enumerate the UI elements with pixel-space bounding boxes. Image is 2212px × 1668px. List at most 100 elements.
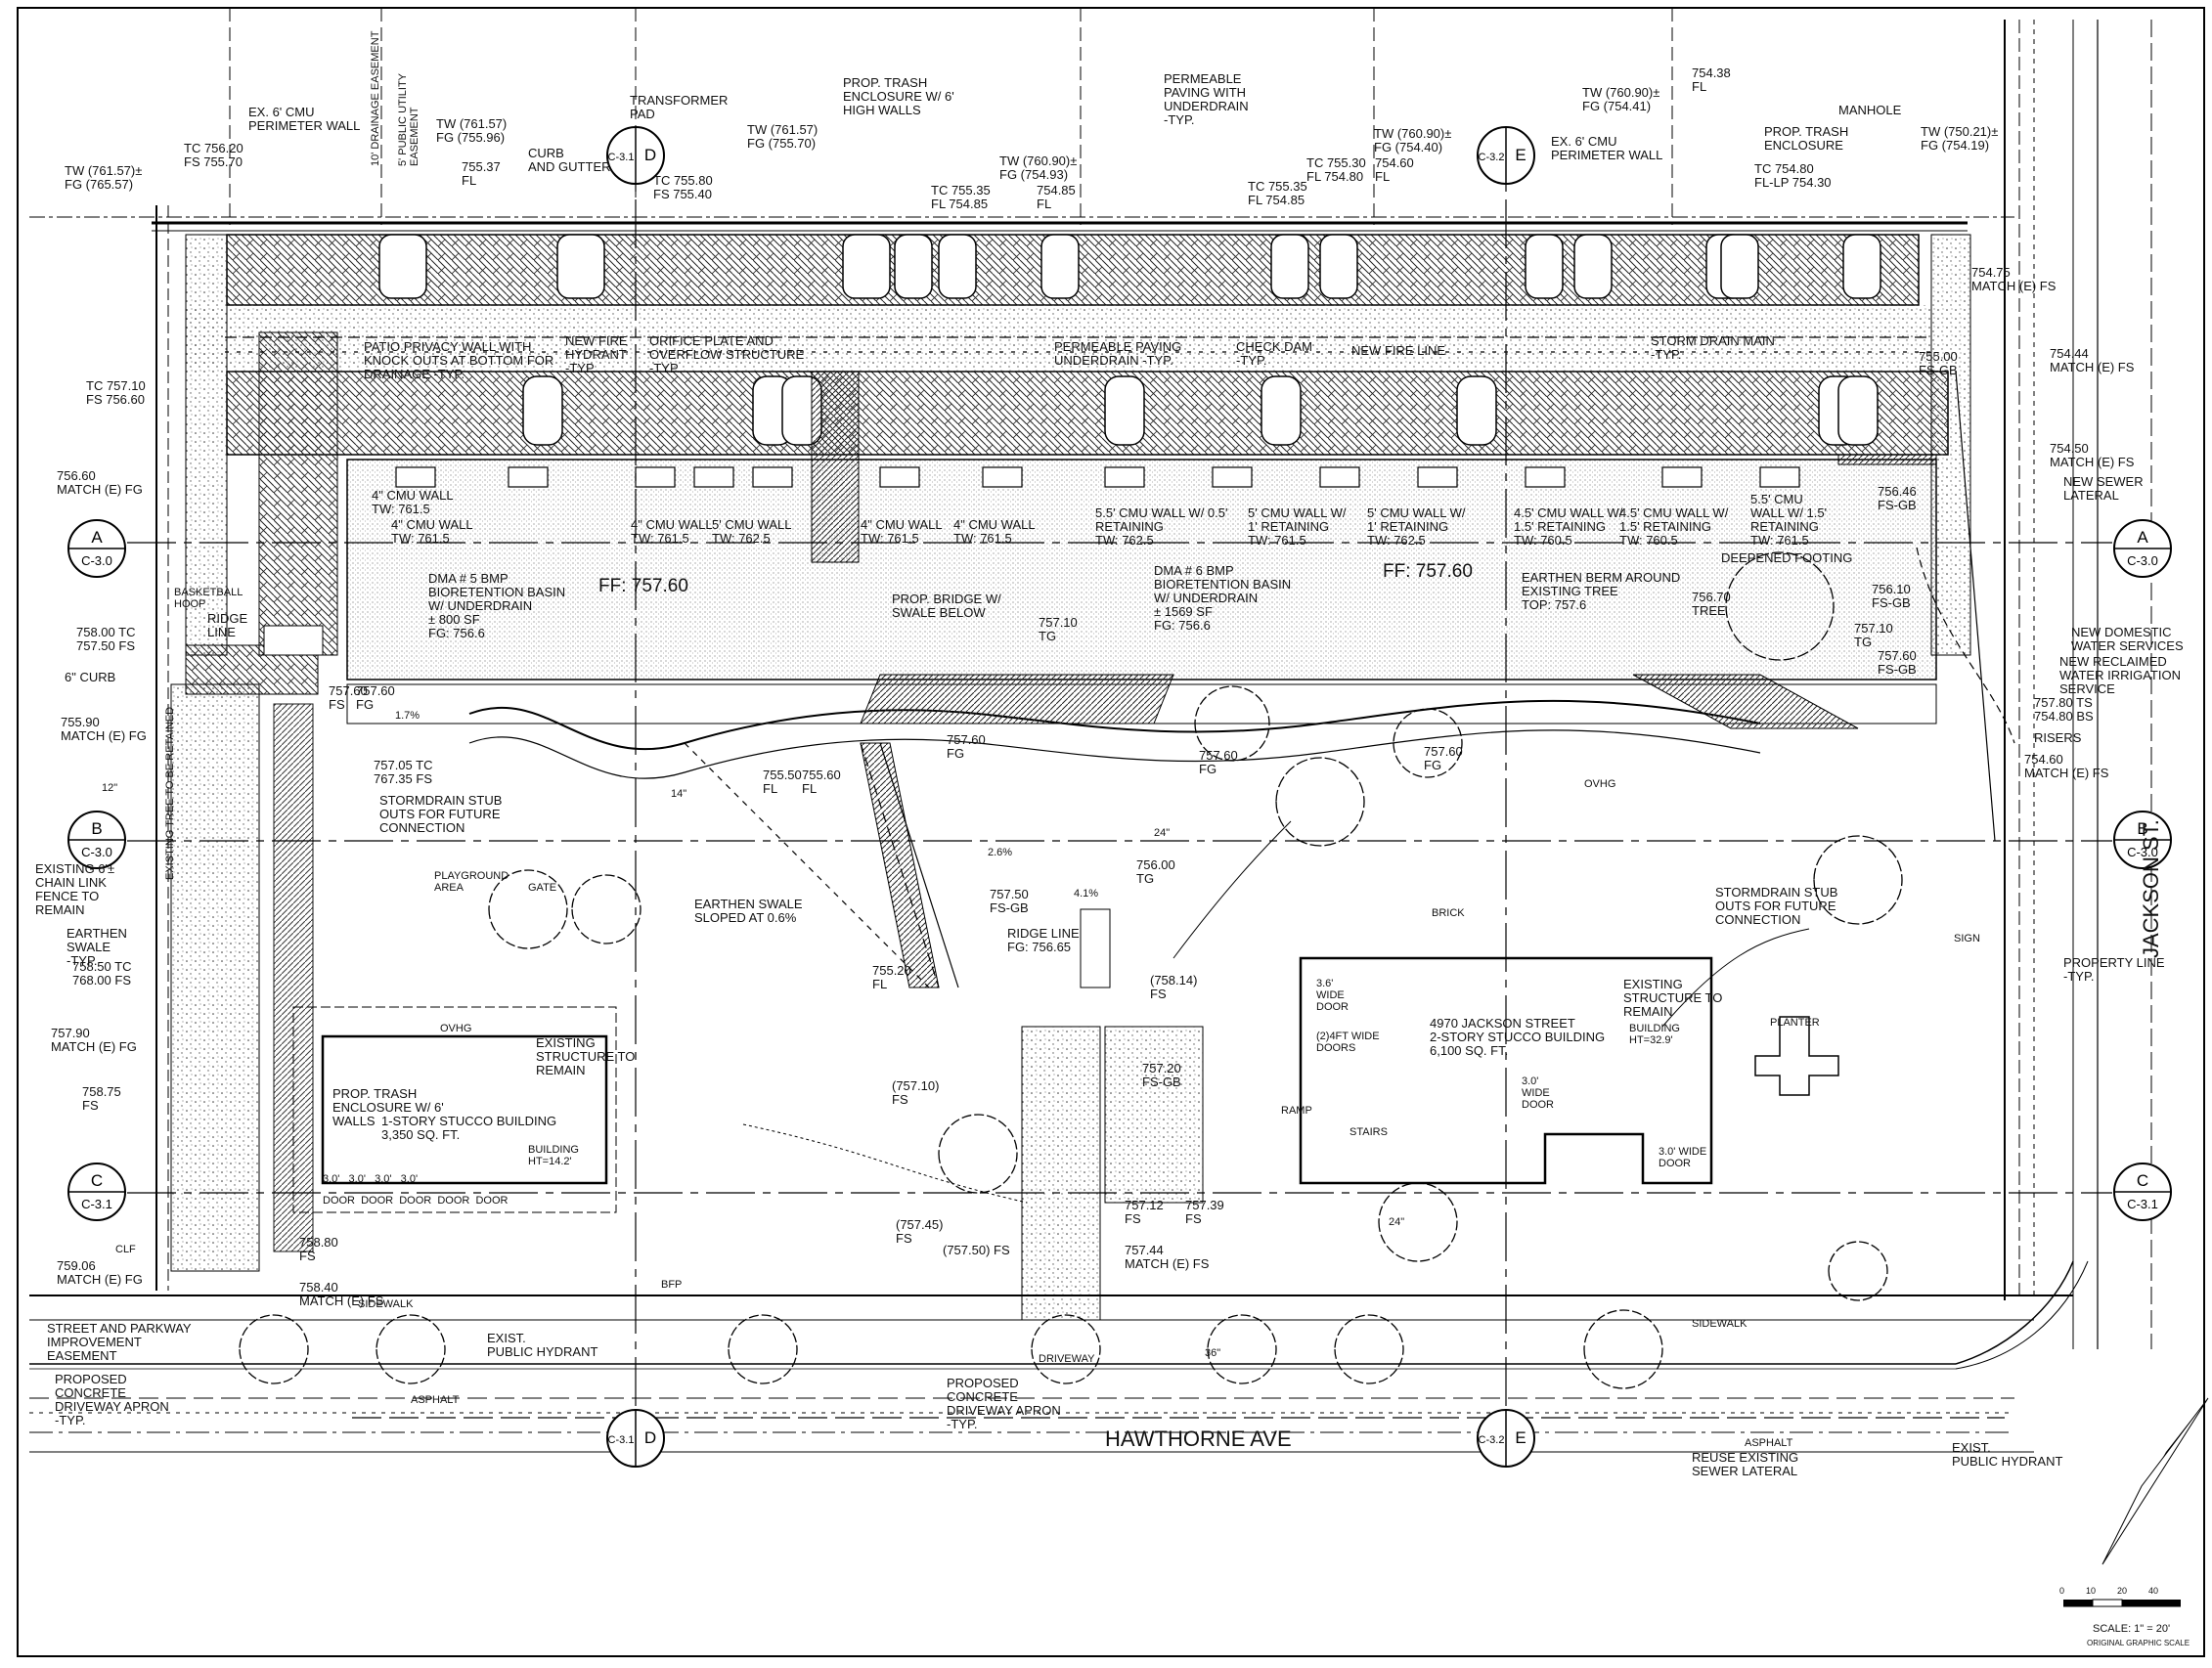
callout-match-fs-2: 754.50 MATCH (E) FS xyxy=(2050,441,2135,469)
callout-tc-758: 758.00 TC 757.50 FS xyxy=(76,625,136,653)
callout-tc-754-80: TC 754.80 FL-LP 754.30 xyxy=(1754,161,1832,190)
callout-playground: PLAYGROUND AREA xyxy=(434,870,509,894)
callout-fs-757-44: 757.44 MATCH (E) FS xyxy=(1125,1243,1210,1271)
callout-cmu-retaining-3: 5' CMU WALL W/ 1' RETAINING TW: 762.5 xyxy=(1367,505,1466,548)
callout-existing-structure-1: EXISTING STRUCTURE TO REMAIN xyxy=(536,1035,636,1077)
callout-fg-757-60b: 757.60 FG xyxy=(947,732,986,761)
scale-tick-10: 10 xyxy=(2086,1586,2097,1596)
callout-fg-757-60d: 757.60 FG xyxy=(1424,744,1463,772)
callout-wide-door-3: 3.0' WIDE DOOR xyxy=(1659,1146,1707,1169)
callout-building-2: 4970 JACKSON STREET 2-STORY STUCCO BUILD… xyxy=(1430,1016,1606,1058)
callout-fl-754-60: 754.60 FL xyxy=(1375,155,1414,184)
callout-patio-privacy-wall: PATIO PRIVACY WALL WITH KNOCK OUTS AT BO… xyxy=(364,339,554,381)
callout-dia-14: 14" xyxy=(671,788,687,800)
callout-tc-755-35: TC 755.35 FL 754.85 xyxy=(931,183,991,211)
callout-cmu-retaining-5: 4.5' CMU WALL W/ 1.5' RETAINING TW: 760.… xyxy=(1619,505,1729,548)
callout-fs-757-39: 757.39 FS xyxy=(1185,1198,1224,1226)
callout-check-dam: CHECK DAM -TYP. xyxy=(1236,339,1313,368)
callout-tree-757-70: 756.70 TREE xyxy=(1692,590,1731,618)
callout-new-reclaimed-water: NEW RECLAIMED WATER IRRIGATION SERVICE xyxy=(2059,654,2181,696)
section-marker-a-left: A C-3.0 xyxy=(66,518,127,579)
callout-cmu-wall-c: 4" CMU WALL TW: 761.5 xyxy=(631,517,713,546)
callout-tc-757: TC 757.10 FS 756.60 xyxy=(86,378,146,407)
callout-cmu-wall-a: 4" CMU WALL TW: 761.5 xyxy=(372,488,454,516)
callout-fl-754-38: 754.38 FL xyxy=(1692,66,1731,94)
callout-storm-drain-main: STORM DRAIN MAIN -TYP. xyxy=(1651,333,1775,362)
callout-tg-757-10b: 757.10 TG xyxy=(1854,621,1893,649)
callout-fl-755-60: 755.60 FL xyxy=(802,768,841,796)
callout-earthen-swale-sloped: EARTHEN SWALE SLOPED AT 0.6% xyxy=(694,897,803,925)
callout-fg-757-60c: 757.60 FG xyxy=(1199,748,1238,776)
callout-dia-12: 12" xyxy=(102,782,118,794)
callout-stairs: STAIRS xyxy=(1349,1126,1388,1138)
callout-new-sewer-lateral: NEW SEWER LATERAL xyxy=(2063,474,2144,503)
callout-new-domestic-water: NEW DOMESTIC WATER SERVICES xyxy=(2071,625,2184,653)
callout-prop-bridge: PROP. BRIDGE W/ SWALE BELOW xyxy=(892,592,1001,620)
callout-tc-755-80: TC 755.80 FS 755.40 xyxy=(653,173,713,201)
callout-tw-760-90: TW (760.90)± FG (754.41) xyxy=(1582,85,1660,113)
callout-property-line: PROPERTY LINE -TYP. xyxy=(2063,955,2165,984)
callout-cmu-wall-e: 4" CMU WALL TW: 761.5 xyxy=(861,517,943,546)
callout-sidewalk-2: SIDEWALK xyxy=(1692,1318,1747,1330)
section-marker-a-right: A C-3.0 xyxy=(2112,518,2173,579)
callout-driveway-3: DRIVEWAY xyxy=(1039,1353,1095,1365)
callout-sign: SIGN xyxy=(1954,933,1980,944)
section-marker-c-left: C C-3.1 xyxy=(66,1162,127,1222)
callout-cmu-retaining-1: 5.5' CMU WALL W/ 0.5' RETAINING TW: 762.… xyxy=(1095,505,1228,548)
callout-fg-757-60a: 757.60 FG xyxy=(356,683,395,712)
callout-planter: PLANTER xyxy=(1770,1017,1820,1029)
callout-fs-758-80: 758.80 FS xyxy=(299,1235,338,1263)
section-letter: E xyxy=(1515,1428,1526,1447)
callout-gate: GATE xyxy=(528,882,557,894)
section-sheet: C-3.0 xyxy=(81,845,112,859)
section-letter: D xyxy=(644,146,656,164)
callout-doors: DOOR DOOR DOOR DOOR DOOR xyxy=(323,1195,509,1207)
callout-slope-2-6: 2.6% xyxy=(988,847,1013,858)
callout-tw-760-b: TW (760.90)± FG (754.93) xyxy=(999,154,1078,182)
callout-cmu-wall-f: 4" CMU WALL TW: 761.5 xyxy=(953,517,1036,546)
callout-curb-6: 6" CURB xyxy=(65,670,116,684)
callout-fl-755-50: 755.50 FL xyxy=(763,768,802,796)
callout-bfp: BFP xyxy=(661,1279,683,1291)
callout-fl-755-37: 755.37 FL xyxy=(462,159,501,188)
section-sheet: C-3.0 xyxy=(81,553,112,568)
callout-tw-761-c: TW (761.57) FG (755.70) xyxy=(747,122,818,151)
callout-trash-enclosure-1: PROP. TRASH ENCLOSURE W/ 6' HIGH WALLS xyxy=(843,75,954,117)
callout-fs-758-14: (758.14) FS xyxy=(1150,973,1198,1001)
callout-building-2-height: BUILDING HT=32.9' xyxy=(1629,1023,1680,1046)
callout-ovhg-2: OVHG xyxy=(1584,778,1616,790)
callout-fsgb-757-20: 757.20 FS-GB xyxy=(1142,1061,1181,1089)
callout-dia-24a: 24" xyxy=(1154,827,1171,839)
callout-tc-758-50: 758.50 TC 768.00 FS xyxy=(72,959,132,988)
callout-existing-structure-2: EXISTING STRUCTURE TO REMAIN xyxy=(1623,977,1723,1019)
callout-ridge-line-1: RIDGE LINE xyxy=(207,611,248,639)
callout-tw-761-b: TW (761.57) FG (755.96) xyxy=(436,116,508,145)
callout-match-fg-2: 755.90 MATCH (E) FG xyxy=(61,715,147,743)
callout-manhole: MANHOLE xyxy=(1838,103,1902,117)
callout-sidewalk: SIDEWALK xyxy=(358,1298,414,1310)
callout-stormdrain-stub-1: STORMDRAIN STUB OUTS FOR FUTURE CONNECTI… xyxy=(379,793,503,835)
callout-fs-757-10: (757.10) FS xyxy=(892,1078,940,1107)
callout-new-fire-line: NEW FIRE LINE xyxy=(1351,343,1446,358)
section-sheet: C-3.1 xyxy=(81,1197,112,1211)
callout-driveway-1: PROPOSED CONCRETE DRIVEWAY APRON -TYP. xyxy=(55,1372,169,1427)
callout-tc-756: TC 756.20 FS 755.70 xyxy=(184,141,243,169)
callout-match-fg-1: 756.60 MATCH (E) FG xyxy=(57,468,143,497)
callout-tg-757-10a: 757.10 TG xyxy=(1039,615,1078,643)
callout-fs-757-60: 757.60 FS xyxy=(329,683,368,712)
callout-dia-24b: 24" xyxy=(1389,1216,1405,1228)
callout-tw-750-21: TW (750.21)± FG (754.19) xyxy=(1921,124,1999,153)
callout-ridge-line-2: RIDGE LINE FG: 756.65 xyxy=(1007,926,1080,954)
section-sheet: C-3.0 xyxy=(2127,553,2158,568)
callout-slope-4-1: 4.1% xyxy=(1074,888,1099,900)
callout-cmu-retaining-6: 5.5' CMU WALL W/ 1.5' RETAINING TW: 761.… xyxy=(1750,492,1828,548)
callout-asphalt-1: ASPHALT xyxy=(1745,1437,1793,1449)
scale-tick-0: 0 xyxy=(2059,1586,2065,1596)
callout-drainage-easement: 10' DRAINAGE EASEMENT xyxy=(370,30,381,166)
callout-building-1-height: BUILDING HT=14.2' xyxy=(528,1144,579,1167)
finished-floor-left: FF: 757.60 xyxy=(598,576,688,596)
callout-fs-757-45: (757.45) FS xyxy=(896,1217,944,1246)
callout-fl-754-85: 754.85 FL xyxy=(1037,183,1076,211)
